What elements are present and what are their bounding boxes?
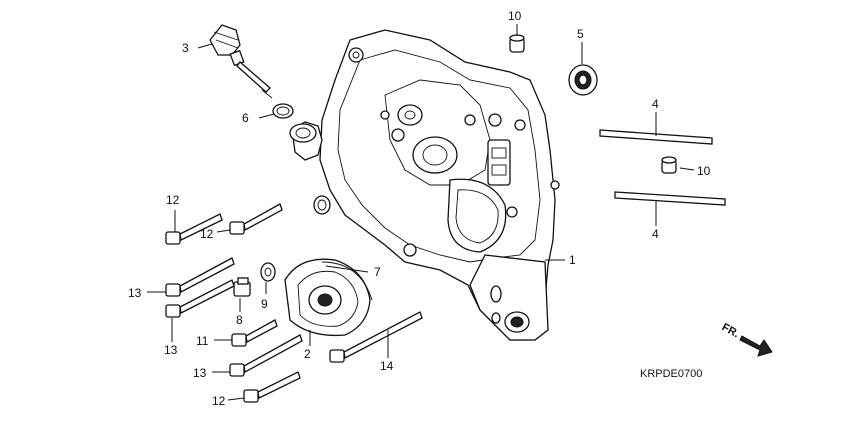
callout-3: 3 — [182, 41, 189, 55]
oil-seal — [568, 64, 598, 96]
callout-12-bottom: 12 — [212, 394, 226, 408]
dowel-pin-lower — [661, 156, 677, 174]
callout-13-mid: 13 — [164, 343, 178, 357]
callout-6: 6 — [242, 111, 249, 125]
callout-9: 9 — [261, 297, 268, 311]
leader-lines — [147, 24, 695, 401]
callout-13-bottom: 13 — [193, 366, 207, 380]
o-ring — [272, 103, 294, 119]
callout-14: 14 — [380, 359, 394, 373]
diagram-code: KRPDE0700 — [640, 368, 702, 380]
callout-10-lower: 10 — [697, 164, 711, 178]
callout-11: 11 — [196, 334, 209, 348]
callout-8: 8 — [236, 313, 243, 327]
front-direction-arrow: FR. — [720, 321, 773, 357]
crankcase-cover — [289, 29, 560, 341]
stud-bolt-lower — [614, 191, 726, 206]
callout-7: 7 — [374, 265, 381, 279]
drive-cover-plate — [284, 258, 373, 337]
callout-labels: 3 6 10 5 4 10 4 1 7 9 8 2 12 12 13 13 11… — [128, 9, 711, 408]
callout-13-top: 13 — [128, 286, 142, 300]
callout-12-top: 12 — [166, 193, 180, 207]
drain-plug — [233, 277, 251, 297]
callout-1: 1 — [569, 253, 576, 267]
callout-4-lower: 4 — [652, 227, 659, 241]
callout-12-mid: 12 — [200, 227, 214, 241]
sealing-washer — [260, 262, 276, 282]
stud-bolt-upper — [599, 129, 713, 145]
callout-2: 2 — [304, 347, 311, 361]
callout-10-upper: 10 — [508, 9, 522, 23]
callout-5: 5 — [577, 27, 584, 41]
dowel-pin-upper — [509, 34, 525, 53]
callout-4-upper: 4 — [652, 97, 659, 111]
flange-bolts — [165, 203, 423, 403]
oil-dipstick — [209, 24, 273, 99]
direction-label: FR. — [720, 321, 741, 340]
